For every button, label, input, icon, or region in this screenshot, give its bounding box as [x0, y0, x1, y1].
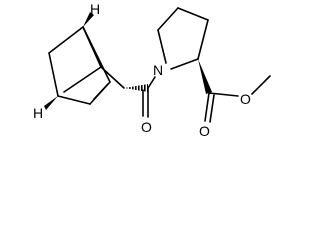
- wedge-bond-h-top: [83, 12, 94, 27]
- ester-group: [204, 75, 271, 123]
- bond-c1-c7: [82, 26, 102, 68]
- atom-nitrogen: N: [153, 62, 163, 78]
- bond-c7-c2: [100, 66, 125, 89]
- atom-carbonyl-oxygen: O: [141, 119, 152, 135]
- structure-canvas: H H O N O O: [33, 1, 271, 139]
- bond-cb-cg: [177, 7, 209, 21]
- atom-h-left: H: [33, 105, 43, 121]
- atom-ester-oxygen-double: O: [199, 123, 210, 139]
- wedge-bond-alpha-ester: [198, 59, 212, 94]
- chemical-structure-diagram: H H O N O O: [33, 1, 271, 139]
- atom-ester-oxygen-single: O: [240, 91, 251, 107]
- bond-n-ca: [157, 29, 167, 64]
- hashed-bond-ring-carbonyl: [124, 84, 148, 92]
- bond-cd-n: [170, 58, 199, 70]
- bond-c7-c4: [63, 66, 102, 93]
- bond-c4-c5: [57, 95, 91, 105]
- bond-o-methyl: [251, 75, 271, 95]
- bond-c1-bridge: [48, 26, 84, 54]
- bond-ester-c-o-double: [204, 92, 210, 122]
- pyrrolidine-ring: [157, 7, 209, 70]
- amide-group: [142, 76, 156, 118]
- bond-cg-cd: [197, 19, 209, 60]
- bond-ca-cb: [157, 7, 179, 31]
- norbornene-fragment: [48, 26, 125, 105]
- bond-carbonyl-n: [147, 76, 156, 89]
- bond-bridge-c4: [48, 52, 59, 97]
- bond-ester-c-o-single: [208, 92, 239, 97]
- wedge-bond-h-left: [44, 96, 58, 110]
- bond-c5-c6-double: [93, 83, 109, 100]
- atom-h-top: H: [90, 1, 100, 17]
- bond-ester-c-o-double-2: [209, 94, 215, 123]
